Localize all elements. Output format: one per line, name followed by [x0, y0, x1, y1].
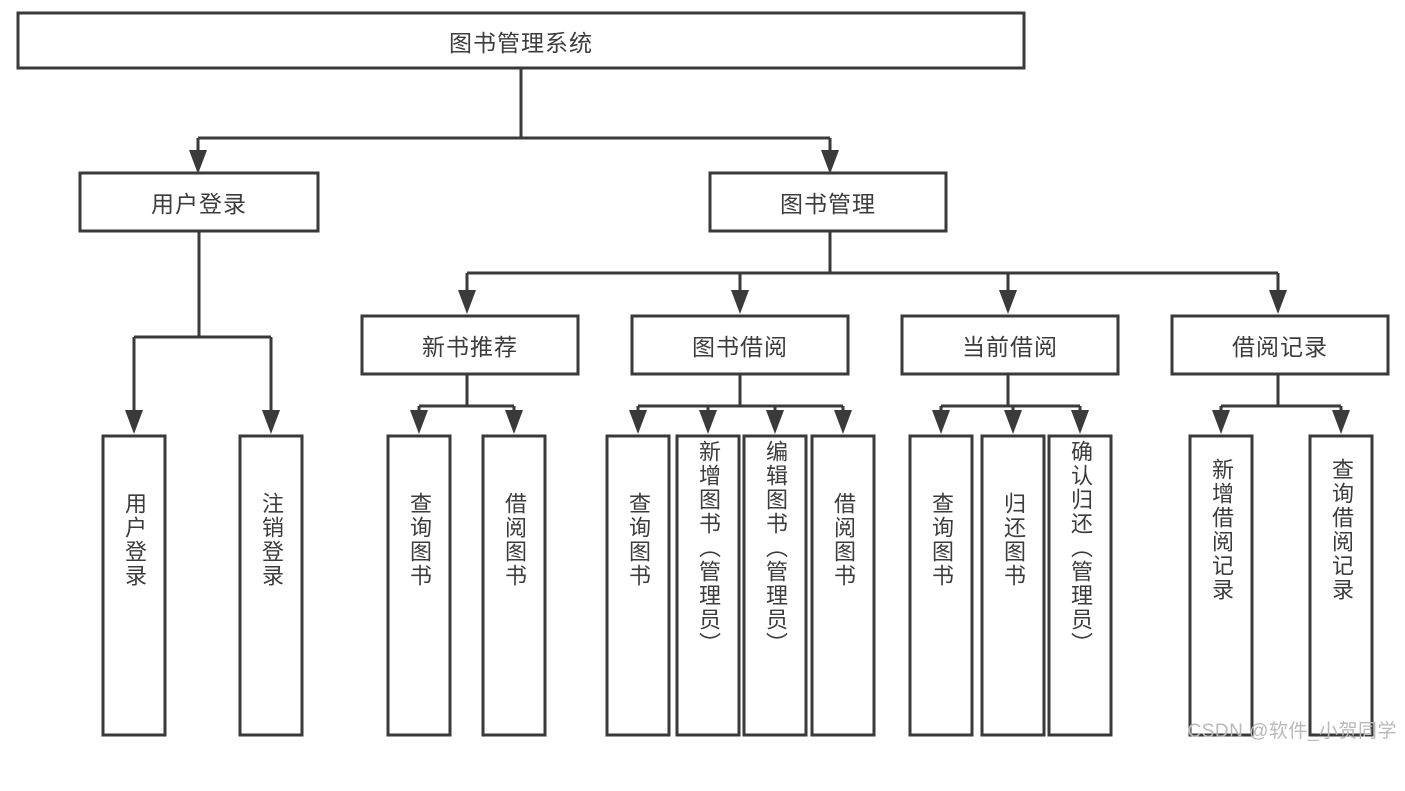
- node-user-login-box[interactable]: [78, 171, 320, 233]
- arrow-borrowrecord-leaf-1: [1212, 410, 1230, 434]
- leaf-box-query-book-newrec[interactable]: [386, 434, 452, 737]
- nodes-group: [16, 11, 1390, 737]
- arrow-to-borrow-record: [1269, 290, 1287, 314]
- arrow-bookborrow-leaf-2: [699, 410, 717, 434]
- node-current-borrow-box[interactable]: [900, 314, 1120, 376]
- leaf-box-add-borrow-record[interactable]: [1188, 434, 1254, 737]
- arrow-to-current-borrow: [999, 290, 1017, 314]
- hierarchy-diagram-svg: [16, 11, 1390, 737]
- arrow-currentborrow-leaf-1: [932, 410, 950, 434]
- leaf-box-user-login[interactable]: [101, 434, 167, 737]
- leaf-box-edit-book-admin[interactable]: [742, 434, 808, 737]
- arrow-to-new-book-rec: [458, 290, 476, 314]
- arrow-bookborrow-leaf-3: [766, 410, 784, 434]
- leaf-box-query-borrow-record[interactable]: [1308, 434, 1374, 737]
- arrow-to-leaf-user-login: [125, 410, 143, 434]
- node-new-book-recommend-box[interactable]: [360, 314, 580, 376]
- arrow-currentborrow-leaf-2: [1004, 410, 1022, 434]
- arrow-bookborrow-leaf-1: [629, 410, 647, 434]
- leaf-box-query-book-current[interactable]: [908, 434, 974, 737]
- arrow-bookborrow-leaf-4: [834, 410, 852, 434]
- leaf-box-logout[interactable]: [238, 434, 304, 737]
- connectors-group: [125, 68, 1350, 434]
- arrow-currentborrow-leaf-3: [1071, 410, 1089, 434]
- arrow-to-book-mgmt: [821, 150, 839, 174]
- diagram-canvas: 图书管理系统 用户登录 图书管理 新书推荐 图书借阅 当前借阅 借阅记录 用户登…: [16, 11, 1396, 742]
- leaf-box-add-book-admin[interactable]: [675, 434, 741, 737]
- arrow-newbook-leaf-2: [505, 410, 523, 434]
- node-book-borrow-box[interactable]: [630, 314, 850, 376]
- node-borrow-record-box[interactable]: [1170, 314, 1390, 376]
- leaf-box-borrow-book-newrec[interactable]: [481, 434, 547, 737]
- arrow-to-user-login: [189, 150, 207, 174]
- leaf-box-return-book[interactable]: [980, 434, 1046, 737]
- leaf-box-confirm-return-admin[interactable]: [1047, 434, 1113, 737]
- arrow-newbook-leaf-1: [410, 410, 428, 434]
- leaf-box-borrow-book[interactable]: [810, 434, 876, 737]
- arrow-to-leaf-logout: [262, 410, 280, 434]
- arrow-borrowrecord-leaf-2: [1332, 410, 1350, 434]
- leaf-box-query-book-borrow[interactable]: [605, 434, 671, 737]
- node-root-box[interactable]: [16, 11, 1026, 70]
- arrow-to-book-borrow: [731, 290, 749, 314]
- node-book-management-box[interactable]: [708, 171, 948, 233]
